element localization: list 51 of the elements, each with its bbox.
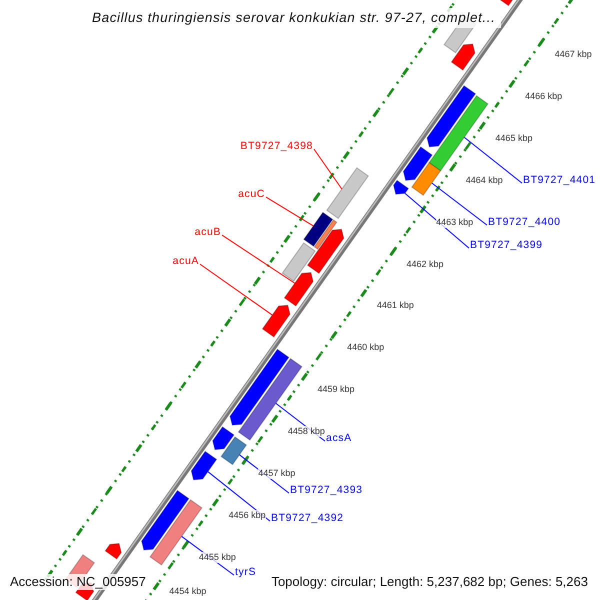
- gene-feature: [402, 146, 433, 181]
- gene-label: BT9727_4398: [240, 140, 313, 153]
- gene-feature: [306, 228, 344, 274]
- scale-label: 4467 kbp: [554, 49, 592, 60]
- gene-feature: [284, 272, 314, 307]
- leader-line: [431, 182, 488, 226]
- gene-label: BT9727_4400: [488, 216, 561, 229]
- leader-line: [404, 192, 470, 249]
- gene-feature: [229, 348, 290, 426]
- gene-feature: [262, 304, 291, 338]
- scale-label: 4465 kbp: [495, 133, 532, 144]
- gene-feature: [426, 85, 476, 148]
- scale-label: 4464 kbp: [466, 174, 503, 186]
- gene-feature: [428, 95, 489, 172]
- scale-label: 4457 kbp: [258, 468, 296, 479]
- scale-label: 4456 kbp: [228, 510, 266, 521]
- gene-label: acuB: [194, 226, 221, 239]
- gene-label: BT9727_4401: [523, 174, 596, 187]
- gene-feature: [212, 426, 235, 450]
- gene-label: BT9727_4393: [290, 484, 363, 497]
- gene-label: acuA: [172, 255, 199, 268]
- gene-feature: [141, 490, 190, 551]
- scale-label: 4458 kbp: [288, 426, 325, 438]
- gene-feature: [220, 436, 248, 466]
- gene-feature: [303, 212, 334, 247]
- gene-label: tyrS: [235, 566, 256, 579]
- leader-line: [266, 196, 314, 226]
- gene-feature: [411, 162, 442, 196]
- gene-feature: [282, 242, 316, 282]
- scale-label: 4461 kbp: [376, 300, 414, 312]
- gene-feature: [450, 44, 476, 71]
- scale-label: 4466 kbp: [525, 91, 562, 102]
- scale-label: 4460 kbp: [347, 342, 384, 354]
- gene-label: acuC: [238, 188, 265, 201]
- leader-line: [314, 148, 342, 190]
- gene-feature: [104, 542, 122, 560]
- gene-label: BT9727_4392: [271, 512, 344, 525]
- gene-feature: [190, 450, 218, 480]
- gene-feature: [326, 167, 369, 220]
- leader-line: [222, 234, 296, 284]
- leader-line: [200, 264, 273, 316]
- gene-feature: [393, 180, 410, 195]
- scale-label: 4463 kbp: [436, 216, 474, 228]
- scale-label: 4462 kbp: [406, 258, 444, 270]
- scale-label: 4454 kbp: [169, 586, 206, 597]
- gene-label: BT9727_4399: [470, 239, 543, 252]
- gene-feature: [314, 219, 338, 250]
- gene-label: acsA: [326, 432, 352, 445]
- scale-label: 4455 kbp: [198, 552, 236, 563]
- scale-label: 4459 kbp: [318, 384, 355, 396]
- leader-line: [464, 136, 522, 184]
